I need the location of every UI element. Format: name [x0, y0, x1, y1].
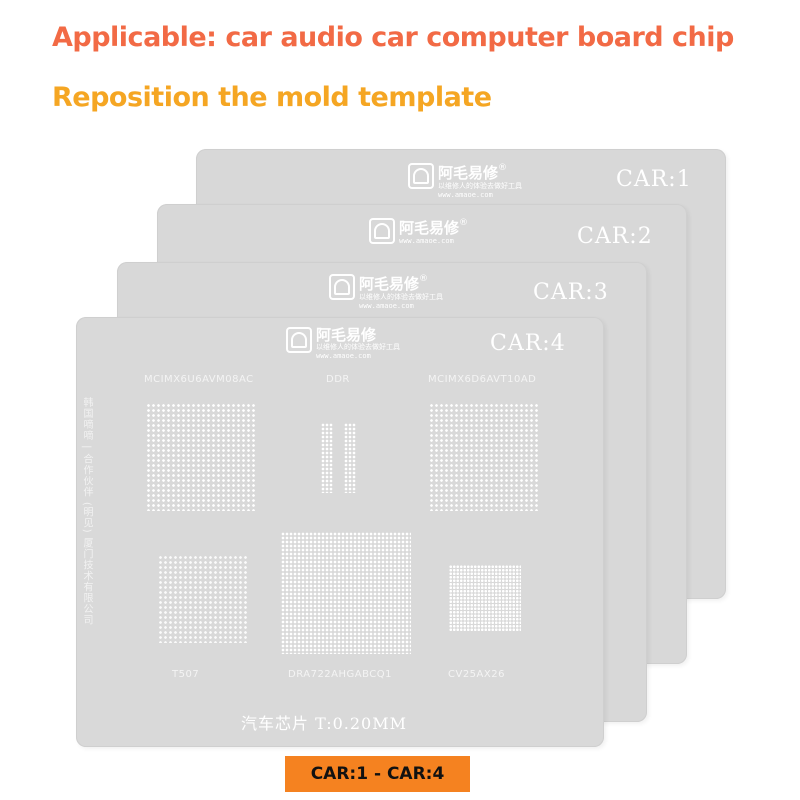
- chip-label-mcimx6d6avt10ad: MCIMX6D6AVT10AD: [428, 374, 537, 385]
- brand-block: 阿毛易修® 以维修人的体验去做好工具 www.amaoe.com: [329, 274, 443, 311]
- side-text: 韩国嘀嘀 | 合作伙伴 (明见) 厦门技术有限公司: [81, 397, 92, 626]
- chip-label-t507: T507: [172, 669, 200, 680]
- brand-logo-icon: [369, 218, 395, 244]
- chip-label-mcimx6u6avm08ac: MCIMX6U6AVM08AC: [144, 374, 254, 385]
- brand-logo-icon: [329, 274, 355, 300]
- brand-block: 阿毛易修 以维修人的体验去做好工具 www.amaoe.com: [286, 327, 400, 361]
- brand-url: www.amaoe.com: [399, 237, 454, 245]
- brand-name: 阿毛易修: [438, 164, 499, 182]
- brand-url: www.amaoe.com: [359, 302, 414, 310]
- registered-mark: ®: [419, 274, 429, 284]
- model-range-badge: CAR:1 - CAR:4: [285, 756, 470, 792]
- plate-label: CAR:1: [616, 167, 692, 192]
- brand-block: 阿毛易修® www.amaoe.com: [369, 218, 468, 246]
- brand-name: 阿毛易修: [316, 326, 377, 344]
- brand-url: www.amaoe.com: [316, 352, 371, 360]
- bga-pad-array: [281, 532, 411, 654]
- brand-block: 阿毛易修® 以维修人的体验去做好工具 www.amaoe.com: [408, 163, 522, 200]
- brand-slogan: 以维修人的体验去做好工具: [316, 343, 400, 351]
- brand-logo-icon: [286, 327, 312, 353]
- subheadline: Reposition the mold template: [52, 82, 492, 113]
- plate-label: CAR:2: [577, 224, 653, 249]
- chip-label-cv25ax26: CV25AX26: [448, 669, 505, 680]
- bga-pad-array: [321, 423, 333, 493]
- brand-name: 阿毛易修: [399, 219, 460, 237]
- brand-url: www.amaoe.com: [438, 191, 493, 199]
- plate-label: CAR:4: [490, 331, 566, 356]
- plate-label: CAR:3: [533, 280, 609, 305]
- bga-pad-array: [344, 423, 356, 493]
- stencil-plate-car-4: 阿毛易修 以维修人的体验去做好工具 www.amaoe.com CAR:4 MC…: [76, 317, 604, 747]
- plate-bottom-text: 汽车芯片 T:0.20MM: [241, 714, 407, 733]
- brand-slogan: 以维修人的体验去做好工具: [359, 293, 443, 301]
- chip-label-ddr: DDR: [326, 374, 350, 385]
- headline: Applicable: car audio car computer board…: [52, 22, 734, 53]
- registered-mark: ®: [498, 163, 508, 173]
- brand-name: 阿毛易修: [359, 275, 420, 293]
- chip-label-dra722ahgabcq1: DRA722AHGABCQ1: [288, 669, 393, 680]
- brand-logo-icon: [408, 163, 434, 189]
- brand-slogan: 以维修人的体验去做好工具: [438, 182, 522, 190]
- bga-pad-array: [429, 403, 539, 511]
- registered-mark: ®: [459, 218, 469, 228]
- bga-pad-array: [449, 565, 521, 631]
- bga-pad-array: [146, 403, 256, 511]
- bga-pad-array: [158, 555, 248, 643]
